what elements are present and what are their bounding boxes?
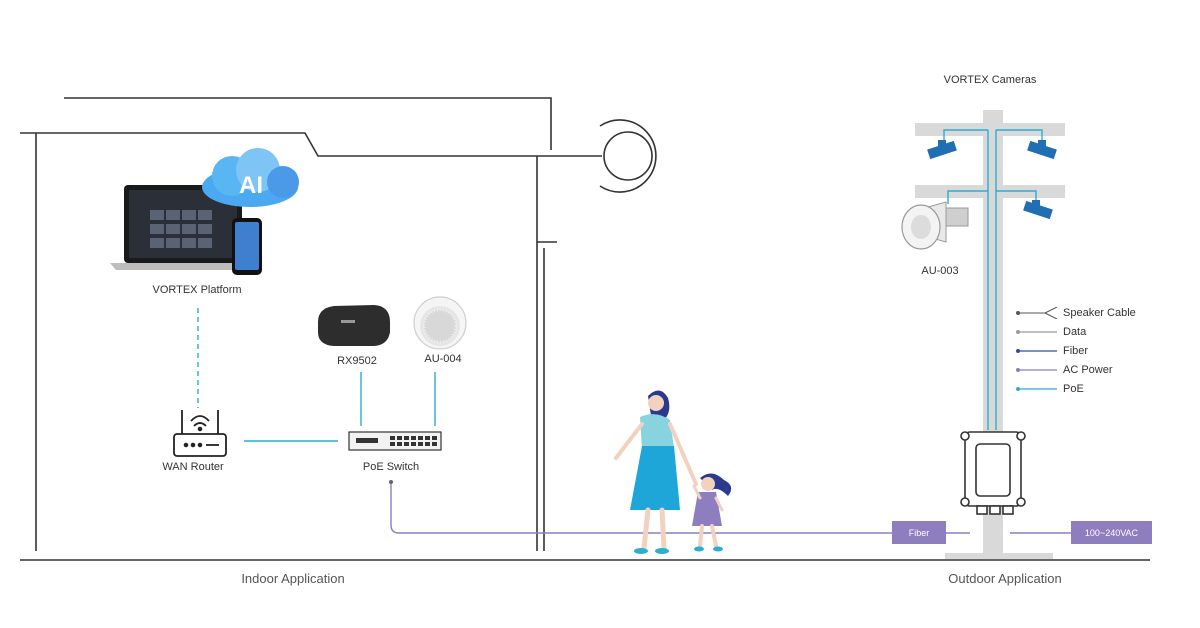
au004-label: AU-004 (424, 353, 462, 365)
wan-router-label: WAN Router (162, 461, 224, 473)
legend-item-ac-power: AC Power (1015, 361, 1136, 380)
legend-label: Fiber (1063, 344, 1089, 357)
legend-item-fiber: Fiber (1015, 341, 1136, 360)
data-swatch (1016, 329, 1057, 334)
rx9502-icon (318, 305, 390, 346)
fiber-tag: Fiber (892, 521, 946, 544)
roof-curve (599, 119, 657, 193)
outdoor-application-label: Outdoor Application (948, 571, 1062, 586)
vortex-platform-device (110, 185, 262, 275)
switch-fiber-link (390, 483, 970, 534)
vortex-platform-label: VORTEX Platform (152, 284, 242, 296)
legend-label: AC Power (1063, 364, 1113, 377)
speaker-cable-swatch (1016, 306, 1058, 319)
legend-label: Speaker Cable (1063, 306, 1136, 319)
poe-switch-label: PoE Switch (362, 461, 420, 473)
indoor-application-label: Indoor Application (241, 571, 345, 586)
power-tag: 100~240VAC (1071, 521, 1152, 544)
switch-fiber-port (389, 480, 393, 484)
legend-label: PoE (1063, 383, 1084, 396)
people-illustration (614, 390, 732, 554)
ceiling-speaker-icon (413, 296, 467, 350)
legend-item-speaker-cable: Speaker Cable (1015, 303, 1136, 322)
router-icon (173, 410, 227, 457)
ac-power-swatch (1016, 368, 1057, 373)
ai-badge-text: AI (239, 172, 263, 199)
rx9502-label: RX9502 (337, 355, 377, 367)
pole-poe-cables (943, 129, 1043, 430)
poe-switch-icon (348, 431, 442, 451)
camera-icon-1 (927, 140, 957, 160)
ai-cloud-icon (202, 148, 299, 207)
camera-icon-3 (1023, 200, 1053, 220)
horn-speaker-icon (901, 201, 969, 250)
fiber-swatch (1016, 348, 1057, 353)
legend-item-poe: PoE (1015, 380, 1136, 399)
legend-label: Data (1063, 325, 1087, 338)
building-outline (20, 97, 1150, 561)
camera-icon-2 (1027, 140, 1057, 160)
au003-label: AU-003 (921, 265, 959, 277)
outdoor-cabinet-icon (960, 431, 1026, 515)
vortex-cameras-label: VORTEX Cameras (943, 74, 1037, 86)
legend-item-data: Data (1015, 322, 1136, 341)
cable-legend: Speaker Cable Data Fiber AC Power PoE (1015, 303, 1136, 399)
poe-swatch (1016, 387, 1057, 392)
